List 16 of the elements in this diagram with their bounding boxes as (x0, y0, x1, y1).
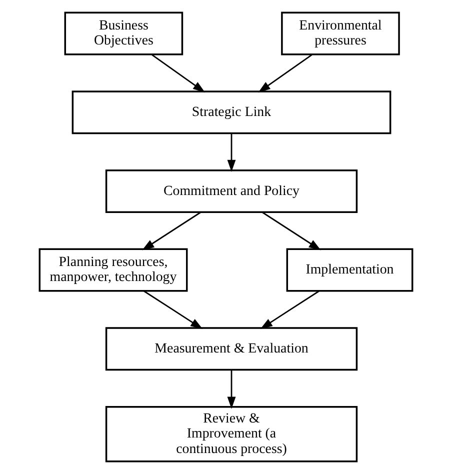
node-box: Implementation (286, 248, 414, 292)
arrow (262, 212, 321, 250)
arrow (152, 54, 206, 92)
arrow (142, 212, 202, 250)
arrow (227, 134, 236, 172)
arrow (260, 290, 320, 330)
arrow (258, 54, 312, 92)
node-box: Business Objectives (64, 12, 184, 56)
arrow (144, 290, 203, 330)
arrow (227, 370, 236, 409)
node-box: Measurement & Evaluation (105, 327, 358, 371)
node-box: Environmental pressures (281, 12, 400, 56)
node-box: Commitment and Policy (105, 169, 358, 213)
node-box: Strategic Link (72, 90, 392, 134)
node-box: Planning resources, manpower, technology (38, 248, 188, 292)
node-box: Review & Improvement (a continuous process) (105, 406, 358, 462)
